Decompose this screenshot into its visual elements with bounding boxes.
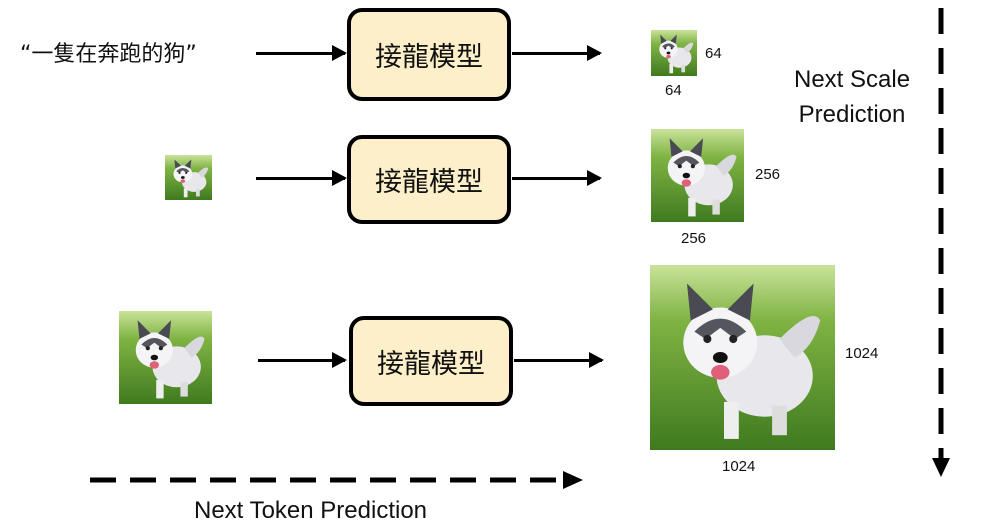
model-box-1: 接龍模型: [347, 8, 511, 101]
height-label-3: 1024: [722, 458, 756, 475]
model-label: 接龍模型: [377, 348, 485, 380]
input-dog-image-64: [165, 155, 212, 200]
width-label-3: 1024: [845, 345, 879, 362]
next-token-label: Next Token Prediction: [194, 497, 428, 524]
dog-image-1024: [650, 265, 835, 450]
dog-image-64: [651, 30, 697, 76]
next-scale-line2: Prediction: [798, 101, 906, 128]
input-arrow-2: [256, 170, 347, 186]
next-scale-line1: Next Scale: [794, 66, 911, 93]
width-label-2: 256: [755, 166, 781, 183]
output-arrow-2: [512, 170, 602, 186]
model-label: 接龍模型: [375, 167, 483, 198]
next-scale-dashed-arrow: [932, 8, 950, 477]
output-arrow-3: [514, 352, 604, 368]
height-label-2: 256: [681, 230, 707, 247]
input-dog-image-256: [119, 311, 212, 404]
model-box-3: 接龍模型: [349, 316, 513, 406]
output-arrow-1: [512, 45, 602, 61]
next-scale-label: Next Scale Prediction: [794, 62, 910, 132]
dog-image-256: [651, 129, 744, 222]
prompt-text: “一隻在奔跑的狗”: [20, 42, 197, 67]
width-label-1: 64: [705, 45, 722, 62]
height-label-1: 64: [665, 82, 682, 99]
next-token-dashed-arrow: [90, 471, 583, 489]
input-arrow-1: [256, 45, 347, 61]
model-box-2: 接龍模型: [347, 135, 511, 224]
input-arrow-3: [258, 352, 347, 368]
model-label: 接龍模型: [375, 42, 483, 73]
